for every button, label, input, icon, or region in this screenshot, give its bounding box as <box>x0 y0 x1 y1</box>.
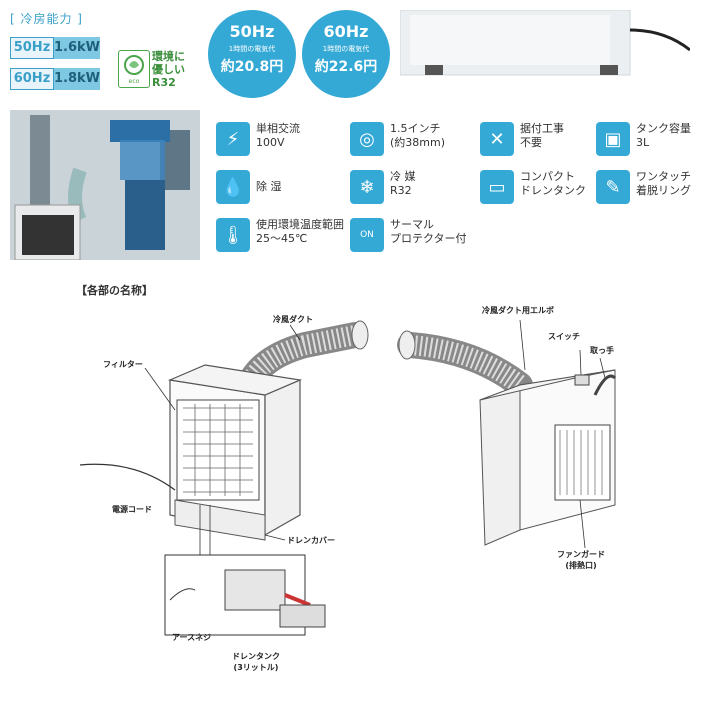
label-drain-cover: ドレンカバー <box>287 536 335 545</box>
thermometer-icon: 🌡 <box>216 218 250 252</box>
usage-photo <box>10 110 200 260</box>
tools-crossed-icon: ✕ <box>480 122 514 156</box>
price-value: 約20.8円 <box>220 59 284 75</box>
unit-photo <box>399 9 691 85</box>
front-unit-diagram <box>79 320 369 636</box>
feature-temperature: 🌡 使用環境温度範囲 25～45℃ <box>216 218 344 252</box>
label-duct: 冷風ダクト <box>273 315 313 324</box>
label-cord: 電源コード <box>112 505 152 514</box>
hz-label: 60Hz <box>10 68 54 90</box>
feature-refrigerant: ❄ 冷 媒 R32 <box>350 170 416 204</box>
price-circle-60hz: 60Hz 1時間の電気代 約22.6円 <box>302 10 390 98</box>
feature-duct-size: ◎ 1.5インチ (約38mm) <box>350 122 445 156</box>
svg-text:eco: eco <box>129 78 140 85</box>
price-hz: 50Hz <box>229 22 275 41</box>
label-handle: 取っ手 <box>590 346 614 355</box>
label-switch: スイッチ <box>548 332 580 341</box>
ring-icon: ✎ <box>596 170 630 204</box>
label-elbow: 冷風ダクト用エルボ <box>482 306 554 315</box>
feature-drain-tank: ▭ コンパクト ドレンタンク <box>480 170 586 204</box>
label-earth-screw: アースネジ <box>172 633 212 642</box>
cooling-row-60hz: 60Hz 1.8kW <box>10 68 100 90</box>
eco-text: 環境に 優しい R32 <box>152 50 185 89</box>
feature-no-install: ✕ 据付工事 不要 <box>480 122 564 156</box>
label-fan-guard: ファンガード (排熱口) <box>557 550 605 570</box>
price-circle-50hz: 50Hz 1時間の電気代 約20.8円 <box>208 10 296 98</box>
cooling-capacity-title: [ 冷房能力 ] <box>10 12 83 26</box>
kw-value: 1.8kW <box>54 68 100 90</box>
water-drop-icon: 💧 <box>216 170 250 204</box>
price-value: 約22.6円 <box>314 59 378 75</box>
parts-section-title: 【各部の名称】 <box>76 284 153 297</box>
label-filter: フィルター <box>103 360 143 369</box>
hose-icon: ◎ <box>350 122 384 156</box>
cooling-row-50hz: 50Hz 1.6kW <box>10 37 100 59</box>
eco-badge: eco 環境に 優しい R32 <box>118 50 190 94</box>
on-off-switch-icon: ON <box>350 218 384 252</box>
drain-tank-icon: ▭ <box>480 170 514 204</box>
feature-tank: ▣ タンク容量 3L <box>596 122 691 156</box>
eco-leaf-icon: eco <box>118 50 150 88</box>
label-drain-tank: ドレンタンク (3リットル) <box>232 652 280 672</box>
kw-value: 1.6kW <box>54 37 100 59</box>
lightning-icon: ⚡ <box>216 122 250 156</box>
hz-label: 50Hz <box>10 37 54 59</box>
feature-voltage: ⚡ 単相交流 100V <box>216 122 300 156</box>
tank-icon: ▣ <box>596 122 630 156</box>
feature-ring: ✎ ワンタッチ 着脱リング <box>596 170 691 204</box>
snowflake-icon: ❄ <box>350 170 384 204</box>
price-label: 1時間の電気代 <box>228 45 276 53</box>
feature-thermal: ON サーマル プロテクター付 <box>350 218 467 252</box>
price-label: 1時間の電気代 <box>322 45 370 53</box>
rear-unit-diagram <box>397 319 617 549</box>
feature-dehumidify: 💧 除 湿 <box>216 170 282 204</box>
price-hz: 60Hz <box>323 22 369 41</box>
